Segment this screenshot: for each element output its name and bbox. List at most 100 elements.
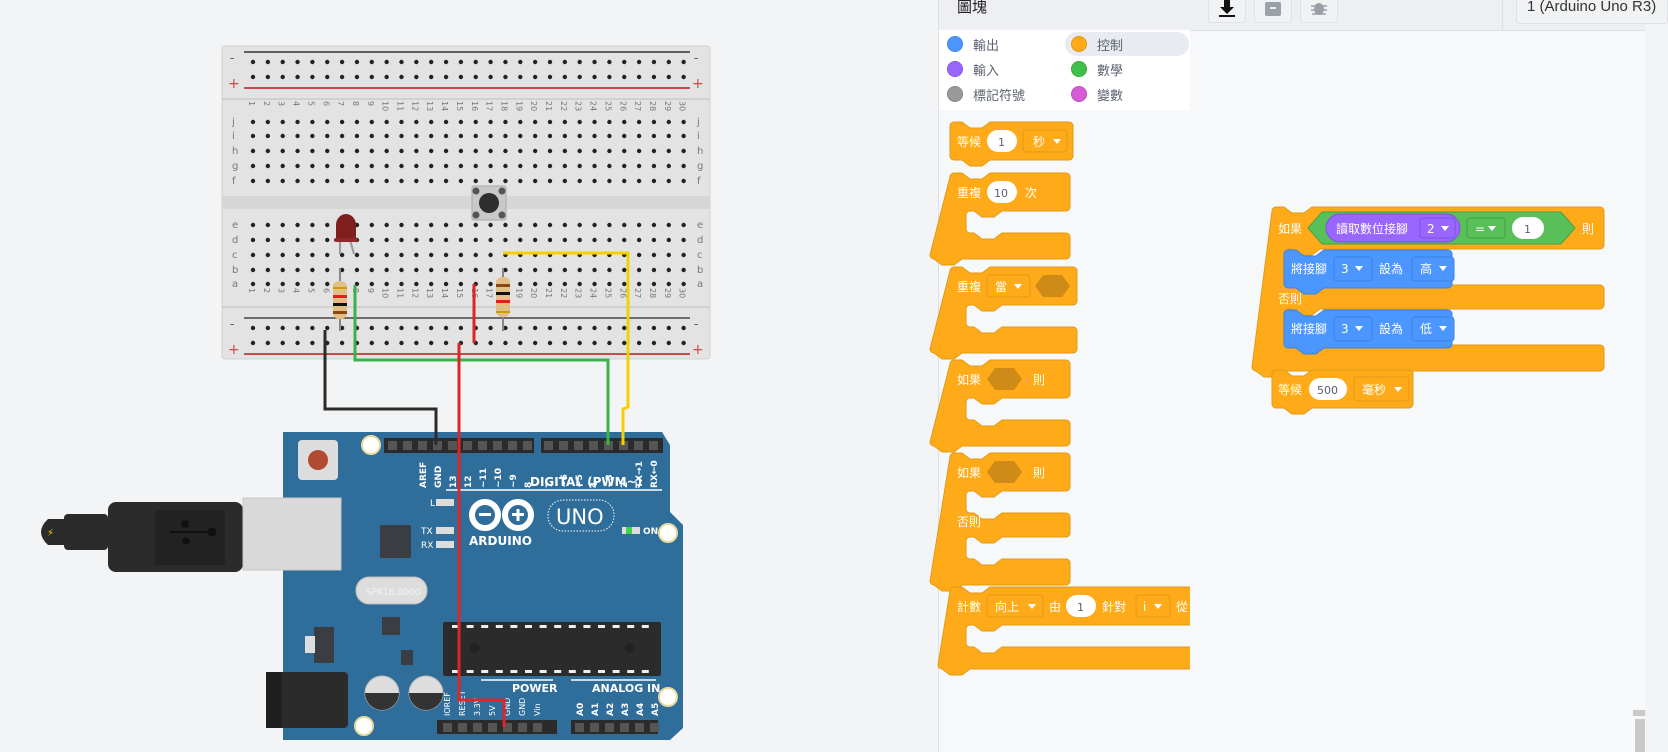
breadboard-hole[interactable] xyxy=(280,178,285,184)
rail-hole[interactable] xyxy=(518,74,523,80)
breadboard-hole[interactable] xyxy=(414,178,419,184)
breadboard-hole[interactable] xyxy=(562,267,568,273)
breadboard-hole[interactable] xyxy=(651,178,657,184)
breadboard-hole[interactable] xyxy=(577,281,582,287)
direction-dropdown[interactable] xyxy=(986,594,1044,618)
breadboard-hole[interactable] xyxy=(681,281,686,287)
breadboard-hole[interactable] xyxy=(518,148,523,154)
breadboard-hole[interactable] xyxy=(250,237,256,243)
wires[interactable] xyxy=(323,251,630,727)
header-pin[interactable] xyxy=(458,723,467,732)
header-pin[interactable] xyxy=(403,441,412,450)
breadboard-hole[interactable] xyxy=(681,163,686,169)
rail-hole[interactable] xyxy=(666,340,671,346)
breadboard-hole[interactable] xyxy=(295,222,300,228)
unit-dropdown[interactable] xyxy=(1022,129,1068,153)
breadboard-hole[interactable] xyxy=(265,222,271,228)
breadboard-hole[interactable] xyxy=(354,252,360,258)
breadboard-hole[interactable] xyxy=(503,237,508,243)
pin-dropdown[interactable] xyxy=(1333,256,1373,282)
breadboard-hole[interactable] xyxy=(488,237,493,243)
breadboard-hole[interactable] xyxy=(339,148,345,154)
breadboard-hole[interactable] xyxy=(250,178,256,184)
rail-hole[interactable] xyxy=(310,74,315,80)
rail-hole[interactable] xyxy=(577,340,582,346)
breadboard-hole[interactable] xyxy=(562,119,568,125)
breadboard-hole[interactable] xyxy=(473,163,478,169)
rail-hole[interactable] xyxy=(265,74,271,80)
breadboard-hole[interactable] xyxy=(518,222,523,228)
breadboard-hole[interactable] xyxy=(636,163,642,169)
condition-slot[interactable] xyxy=(1035,275,1070,297)
breadboard-hole[interactable] xyxy=(458,178,464,184)
block-wait-ms[interactable]: 等候 500 毫秒 xyxy=(1271,369,1414,415)
rail-hole[interactable] xyxy=(250,74,256,80)
breadboard-hole[interactable] xyxy=(562,148,568,154)
breadboard-hole[interactable] xyxy=(488,148,493,154)
rail-hole[interactable] xyxy=(577,325,582,331)
category-input[interactable]: 輸入 xyxy=(941,57,1061,81)
breadboard-hole[interactable] xyxy=(577,148,582,154)
breadboard-hole[interactable] xyxy=(414,163,419,169)
breadboard-hole[interactable] xyxy=(429,148,434,154)
breadboard-hole[interactable] xyxy=(622,237,627,243)
rail-hole[interactable] xyxy=(310,325,315,331)
breadboard-hole[interactable] xyxy=(354,133,360,139)
breadboard-hole[interactable] xyxy=(265,252,271,258)
breadboard-hole[interactable] xyxy=(443,281,449,287)
rail-hole[interactable] xyxy=(547,74,553,80)
rail-hole[interactable] xyxy=(250,325,256,331)
rail-hole[interactable] xyxy=(443,74,449,80)
breadboard-hole[interactable] xyxy=(310,119,315,125)
breadboard-hole[interactable] xyxy=(547,267,553,273)
rail-hole[interactable] xyxy=(339,340,345,346)
rail-hole[interactable] xyxy=(369,74,374,80)
number-input[interactable] xyxy=(1066,595,1096,617)
breadboard-hole[interactable] xyxy=(577,178,582,184)
breadboard-hole[interactable] xyxy=(503,163,508,169)
breadboard-hole[interactable] xyxy=(518,267,523,273)
breadboard-hole[interactable] xyxy=(651,252,657,258)
category-notation[interactable]: 標記符號 xyxy=(941,82,1061,106)
breadboard-hole[interactable] xyxy=(666,267,671,273)
rail-hole[interactable] xyxy=(443,59,449,65)
breadboard-hole[interactable] xyxy=(547,119,553,125)
header-pin[interactable] xyxy=(433,441,442,450)
rail-hole[interactable] xyxy=(488,325,493,331)
breadboard-hole[interactable] xyxy=(325,133,330,139)
breadboard-hole[interactable] xyxy=(592,267,597,273)
breadboard-hole[interactable] xyxy=(384,148,389,154)
breadboard-hole[interactable] xyxy=(666,237,671,243)
rail-hole[interactable] xyxy=(354,59,360,65)
breadboard-hole[interactable] xyxy=(666,133,671,139)
rail-hole[interactable] xyxy=(622,74,627,80)
breadboard-hole[interactable] xyxy=(325,237,330,243)
breadboard-hole[interactable] xyxy=(607,237,612,243)
wire-green-pin3[interactable] xyxy=(353,285,610,445)
breadboard-hole[interactable] xyxy=(443,252,449,258)
breadboard-hole[interactable] xyxy=(429,237,434,243)
breadboard-hole[interactable] xyxy=(384,267,389,273)
breadboard-hole[interactable] xyxy=(592,148,597,154)
breadboard-hole[interactable] xyxy=(250,252,256,258)
breadboard-hole[interactable] xyxy=(429,163,434,169)
breadboard-hole[interactable] xyxy=(399,148,404,154)
breadboard-hole[interactable] xyxy=(429,222,434,228)
breadboard-hole[interactable] xyxy=(473,252,478,258)
rail-hole[interactable] xyxy=(280,340,285,346)
breadboard-hole[interactable] xyxy=(592,133,597,139)
rail-hole[interactable] xyxy=(399,340,404,346)
header-pin[interactable] xyxy=(544,441,553,450)
breadboard-hole[interactable] xyxy=(280,222,285,228)
breadboard-hole[interactable] xyxy=(547,178,553,184)
header-pin[interactable] xyxy=(604,441,613,450)
rail-hole[interactable] xyxy=(636,325,642,331)
rail-hole[interactable] xyxy=(666,325,671,331)
rail-hole[interactable] xyxy=(399,74,404,80)
rail-hole[interactable] xyxy=(295,59,300,65)
breadboard-hole[interactable] xyxy=(577,163,582,169)
rail-hole[interactable] xyxy=(429,74,434,80)
rail-hole[interactable] xyxy=(384,325,389,331)
rail-hole[interactable] xyxy=(592,74,597,80)
breadboard-hole[interactable] xyxy=(310,252,315,258)
